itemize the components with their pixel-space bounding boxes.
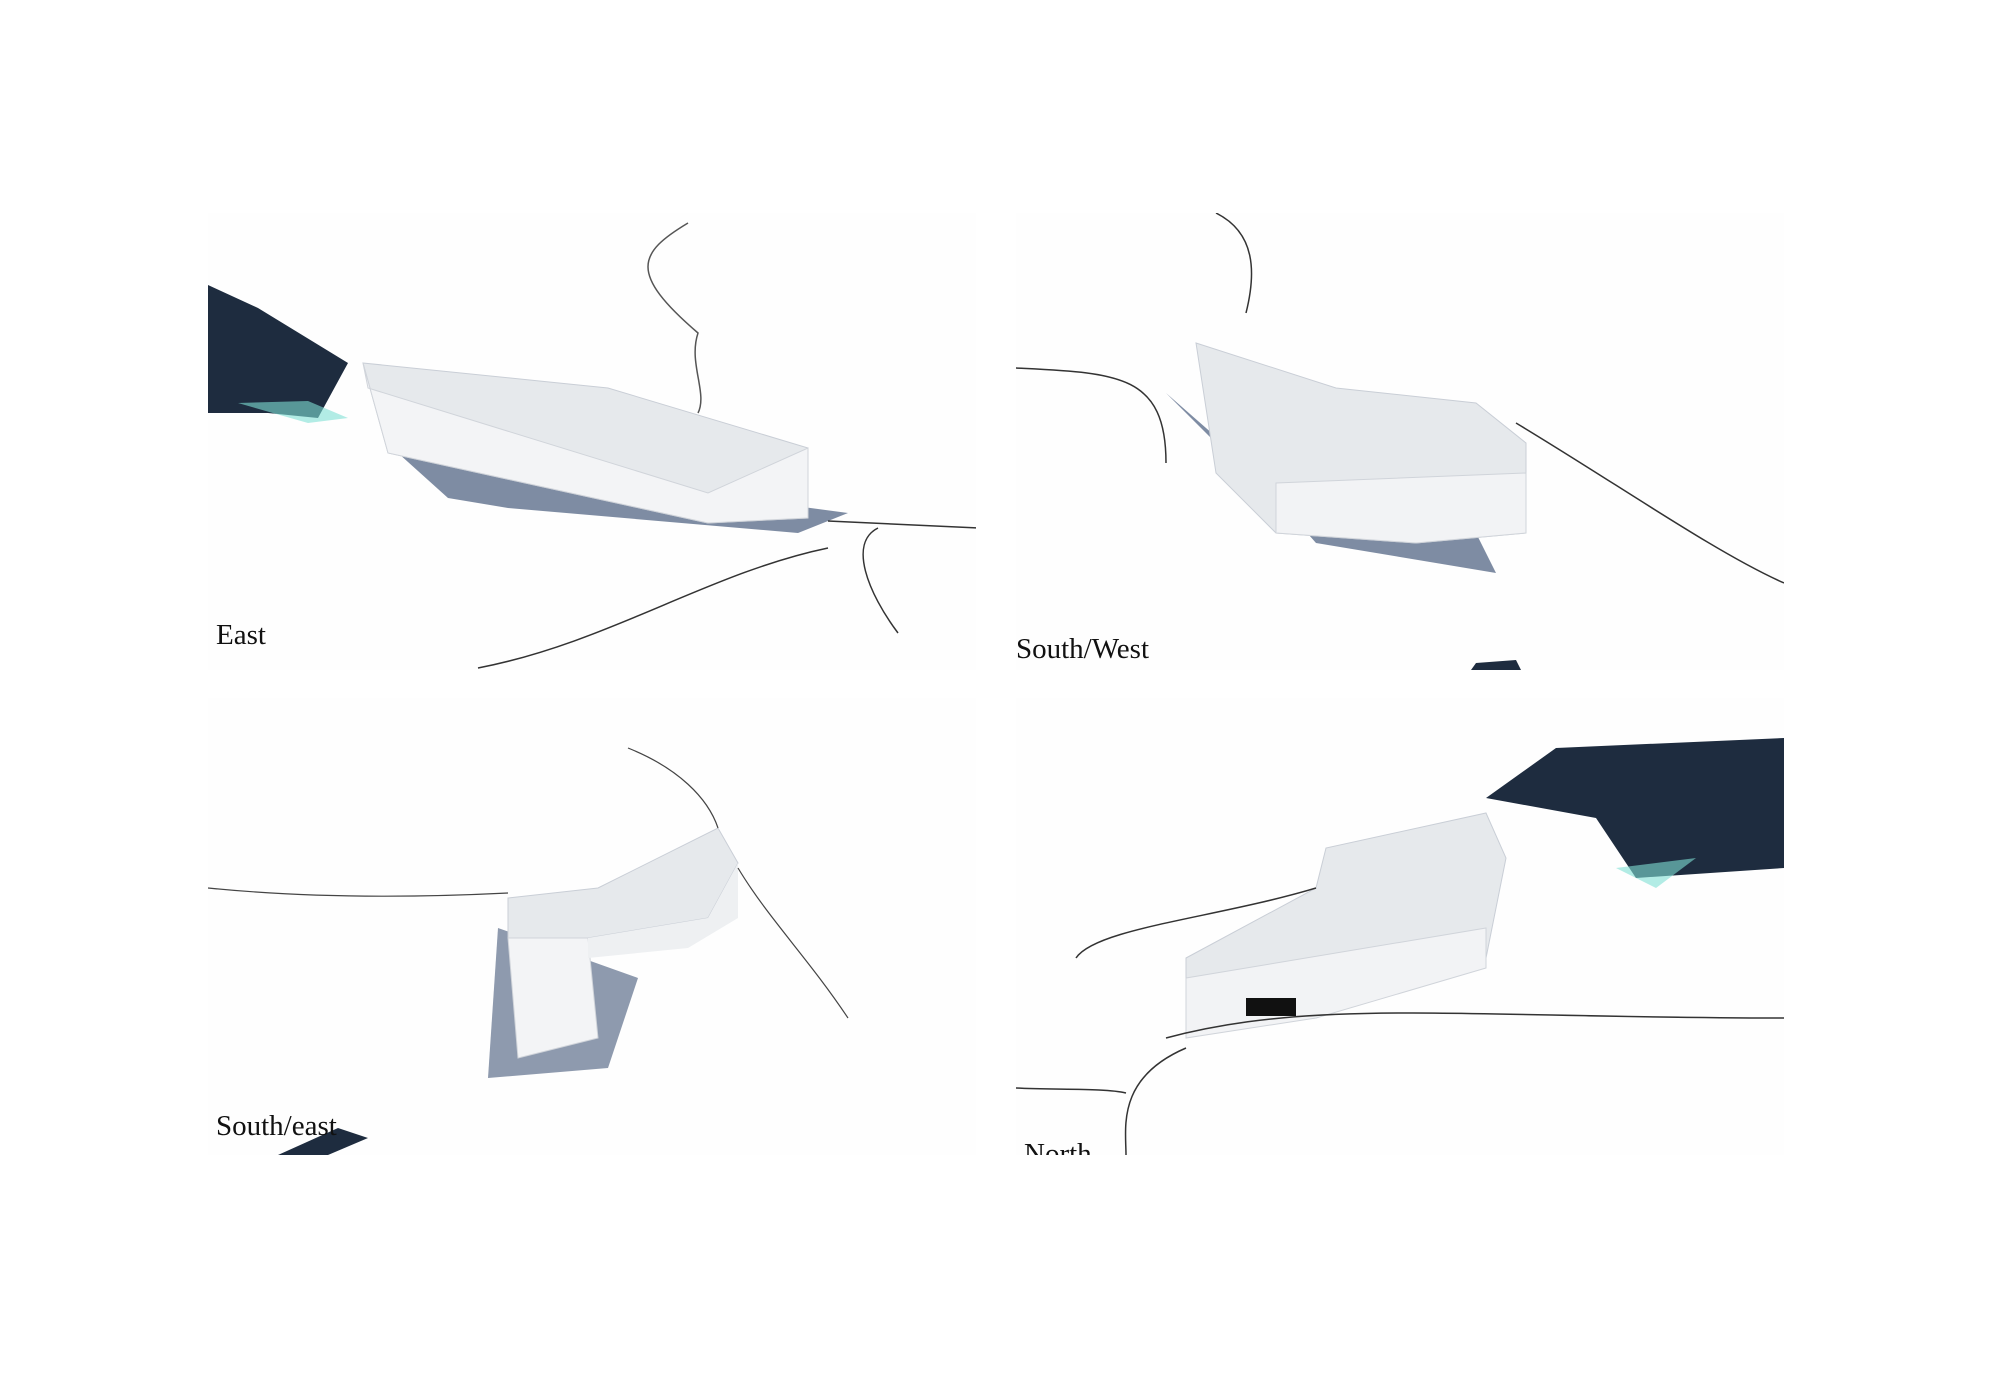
- building-render-east: [208, 222, 976, 669]
- view-label-south-east: South/east: [216, 1110, 337, 1142]
- view-label-north: North: [1024, 1138, 1092, 1155]
- render-view-south-west: South/West: [1016, 213, 1784, 670]
- render-view-south-east: South/east: [208, 698, 976, 1155]
- view-label-south-west: South/West: [1016, 633, 1150, 665]
- building-render-south-east: [208, 747, 849, 1155]
- view-label-east: East: [216, 619, 266, 651]
- render-view-east: East: [208, 213, 976, 670]
- building-render-south-west: [1016, 213, 1784, 670]
- building-render-north: [1016, 738, 1784, 1155]
- render-view-north: North: [1016, 698, 1784, 1155]
